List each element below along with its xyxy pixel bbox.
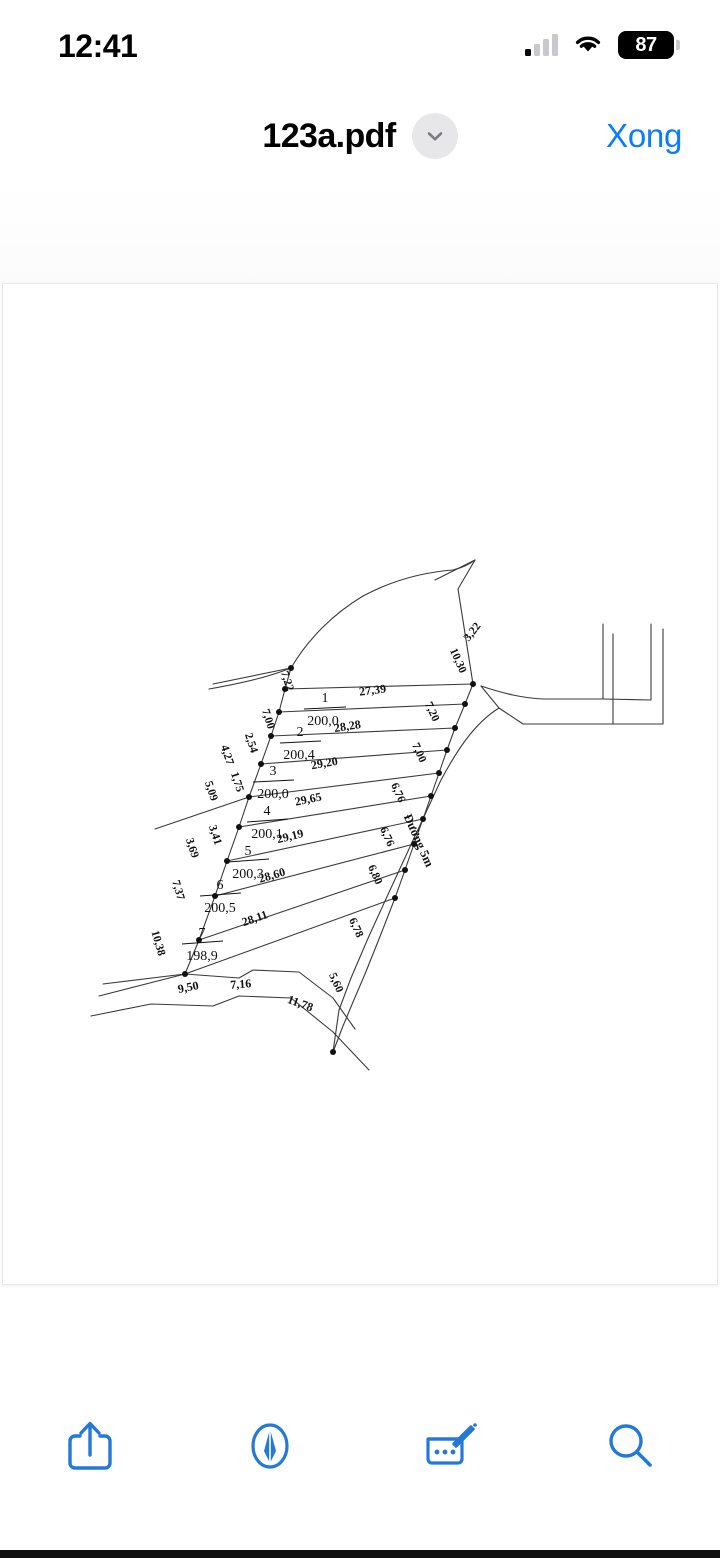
dim-label: 7,00 (259, 708, 277, 731)
dim-label: 5,60 (326, 971, 345, 994)
dim-label: 28,28 (333, 717, 362, 735)
dim-label: 27,39 (358, 681, 387, 698)
dim-label: 3,41 (206, 824, 224, 847)
dim-label: 28,11 (240, 907, 269, 929)
document-title-group: 123a.pdf (0, 88, 720, 184)
parcel-number: 5 (245, 844, 252, 859)
status-bar: 12:41 87 (0, 0, 720, 88)
parcel-number: 2 (297, 725, 304, 740)
search-icon (602, 1417, 658, 1475)
cellular-signal-icon (525, 34, 558, 56)
dim-label: 3,69 (183, 837, 201, 860)
dim-label: 3,22 (462, 620, 484, 643)
dim-label: 29,65 (294, 789, 323, 808)
dim-label: 7,37 (169, 879, 186, 902)
home-indicator (0, 1550, 720, 1558)
parcel-number: 6 (217, 878, 224, 893)
viewer-top-gradient (0, 184, 720, 284)
dim-label: 7,20 (422, 700, 441, 723)
dim-label: 11,78 (286, 992, 316, 1014)
dim-label: 10,30 (447, 647, 469, 676)
dim-label: 7,16 (230, 976, 252, 991)
dim-label: 5,09 (202, 780, 220, 803)
status-time: 12:41 (58, 27, 138, 64)
bottom-toolbar (0, 1380, 720, 1558)
vertex-dots (182, 665, 476, 1055)
wifi-icon (572, 31, 604, 60)
dim-label: 6,76 (377, 825, 396, 848)
dim-label: 29,20 (310, 754, 339, 772)
dim-label: 6,76 (388, 781, 407, 804)
dim-label: 6,78 (346, 916, 365, 939)
cadastral-drawing: 1 200,0 2 200,4 3 200,0 4 200,1 5 200,3 (90, 559, 664, 1071)
parcel-number: 3 (270, 764, 277, 779)
parcel-area: 200,0 (257, 787, 289, 802)
dim-label: 9,50 (176, 978, 199, 996)
dim-label: 10,38 (149, 929, 168, 957)
fill-sign-icon (418, 1417, 482, 1475)
parcel-number: 1 (322, 691, 329, 706)
dim-label: 4,27 (218, 744, 236, 767)
dim-label: 7,22 (278, 670, 296, 693)
search-button[interactable] (575, 1398, 685, 1494)
battery-icon: 87 (618, 31, 680, 59)
parcel-number: 4 (264, 804, 271, 819)
parcel-area: 200,1 (251, 827, 283, 842)
nav-bar: 123a.pdf Xong (0, 88, 720, 184)
parcel-area: 200,3 (232, 867, 264, 882)
pdf-viewer[interactable]: 1 200,0 2 200,4 3 200,0 4 200,1 5 200,3 (0, 184, 720, 1380)
chevron-down-icon[interactable] (411, 113, 458, 159)
parcel-area: 200,0 (307, 714, 339, 729)
parcel-number: 7 (199, 926, 206, 941)
dim-label: 1,75 (228, 771, 246, 794)
page-title: 123a.pdf (262, 116, 396, 155)
parcel-area: 198,9 (186, 949, 218, 964)
status-indicators: 87 (525, 31, 680, 60)
parcel-area: 200,5 (204, 901, 236, 916)
dim-label: 29,19 (275, 826, 305, 846)
markup-pen-icon (242, 1417, 298, 1475)
share-button[interactable] (35, 1398, 145, 1494)
fill-sign-button[interactable] (395, 1398, 505, 1494)
parcel-area: 200,4 (283, 748, 315, 763)
share-icon (62, 1417, 118, 1475)
pdf-page[interactable]: 1 200,0 2 200,4 3 200,0 4 200,1 5 200,3 (2, 283, 718, 1285)
markup-button[interactable] (215, 1398, 325, 1494)
done-button[interactable]: Xong (606, 117, 682, 154)
dim-label: 2,54 (242, 732, 260, 755)
battery-level: 87 (635, 33, 657, 56)
